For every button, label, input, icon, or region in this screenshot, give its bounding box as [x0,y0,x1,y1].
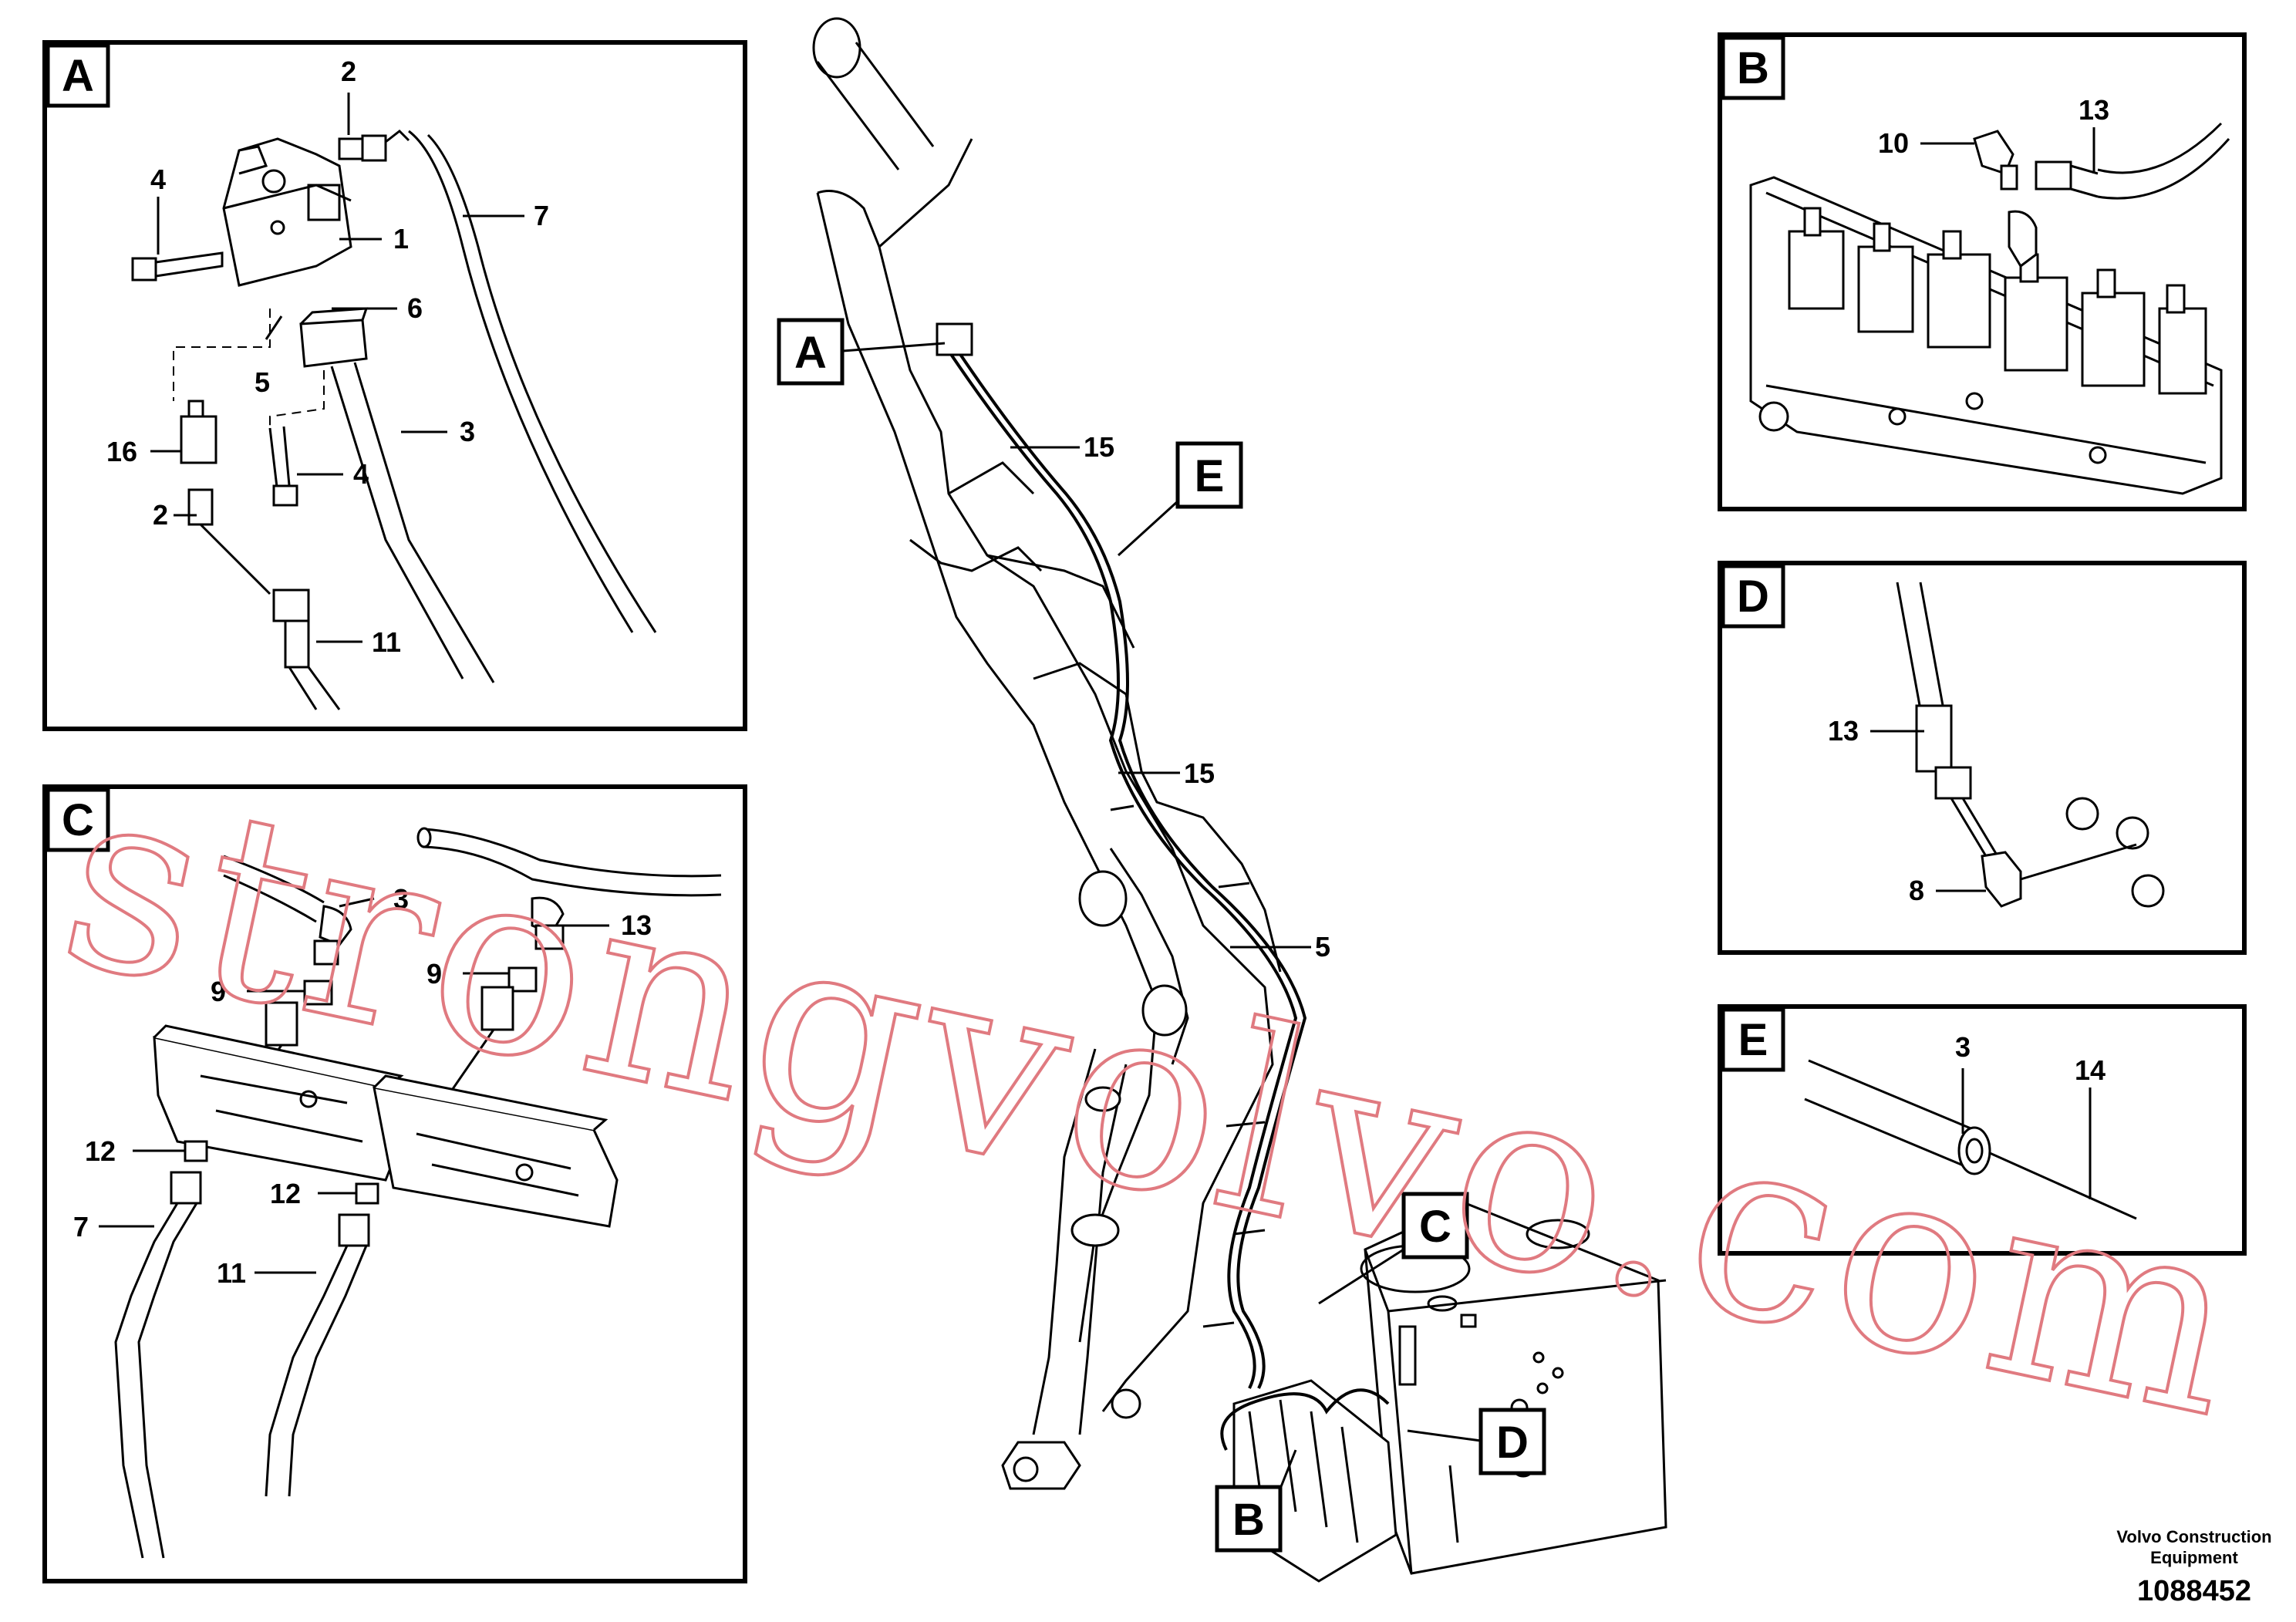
bolt [131,251,224,282]
panel-a: A [42,40,747,731]
callout-a-3: 3 [460,416,475,447]
callout-e-14: 14 [2075,1054,2106,1086]
company-name-line2: Equipment [2150,1548,2238,1567]
callout-a-6: 6 [407,292,423,324]
callout-c-9: 9 [211,976,226,1007]
callout-d-8: 8 [1909,875,1924,906]
callout-e-3: 3 [1955,1031,1971,1063]
panel-c-letter: C [62,795,94,845]
main-label-c: C [1419,1202,1451,1252]
callout-a-4b: 4 [353,458,369,490]
panel-d-letter: D [1737,572,1769,622]
panel-d: D 13 8 [1718,561,2247,955]
valve-block [222,137,352,287]
panel-b: B [1718,32,2247,511]
main-assembly [812,17,1307,1490]
drawing-number: 1088452 [2137,1575,2251,1607]
main-callout-15b: 15 [1184,757,1215,789]
callout-c-9b: 9 [426,958,442,990]
callout-a-5: 5 [255,366,270,398]
callout-c-7: 7 [73,1211,89,1243]
callout-b-10: 10 [1878,127,1909,159]
callout-a-4: 4 [150,164,166,195]
collar [299,307,369,368]
main-label-e: E [1195,451,1225,501]
main-callout-5: 5 [1315,931,1330,963]
main-callout-15: 15 [1084,431,1114,463]
manifold [153,1024,619,1228]
callout-a-2b: 2 [153,499,168,531]
callout-a-16: 16 [106,436,137,467]
company-name-line1: Volvo Construction [2116,1527,2271,1546]
callout-b-13: 13 [2079,94,2109,126]
panel-e: E 3 14 [1718,1004,2247,1256]
callout-c-3: 3 [393,883,409,915]
main-label-d: D [1496,1418,1529,1468]
panel-b-letter: B [1737,43,1769,93]
callout-c-13: 13 [621,909,652,941]
hose-7 [408,130,634,633]
main-label-b: B [1232,1495,1265,1545]
footer: Volvo Construction Equipment 1088452 [2116,1527,2271,1607]
callout-a-7: 7 [534,200,549,231]
callout-c-11: 11 [217,1257,246,1289]
panel-a-letter: A [62,51,94,101]
fitting [338,130,410,162]
callout-a-2: 2 [341,56,356,87]
panel-c: C [42,784,747,1583]
main-label-a: A [794,328,827,378]
callout-a-1: 1 [393,223,409,255]
main-labels: A E C D B 15 15 5 [777,318,1546,1553]
callout-d-13: 13 [1828,715,1859,747]
callout-c-12: 12 [85,1135,116,1167]
callout-a-11: 11 [372,626,401,658]
callout-c-12b: 12 [270,1178,301,1209]
hose-3 [330,366,464,679]
panel-e-letter: E [1738,1015,1768,1065]
